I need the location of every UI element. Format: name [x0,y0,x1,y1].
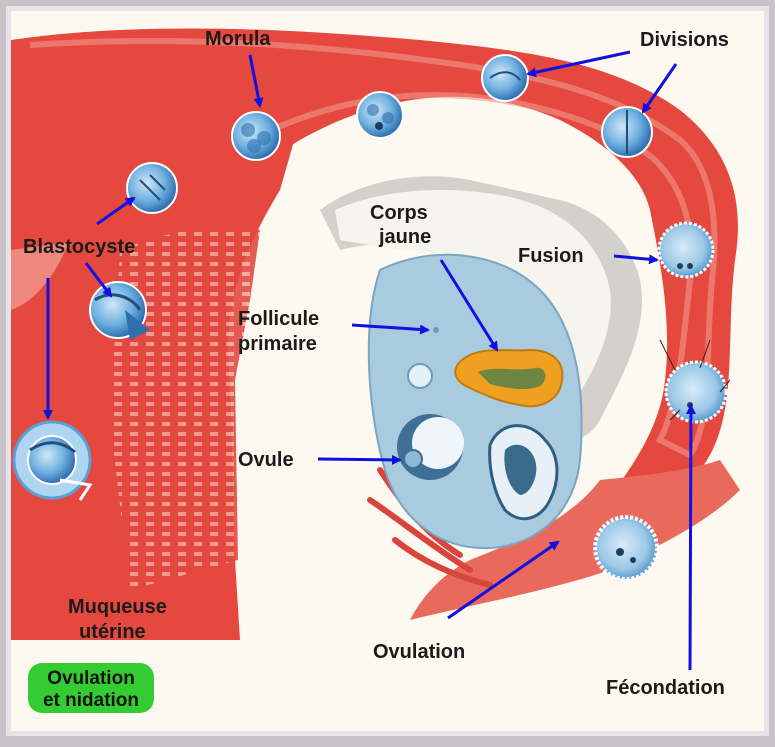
label-divisions: Divisions [640,29,729,51]
mature-follicle-antrum [412,417,464,469]
title-badge-line1: Ovulation [47,668,135,689]
fusion-cell [657,221,715,279]
primary-follicle [433,327,439,333]
fimbriae [410,460,740,620]
label-fusion: Fusion [518,245,584,267]
uterine-mucosa-texture [110,226,260,590]
arrow-follicule [351,323,430,335]
division-cell-1 [481,54,529,102]
arrow-blastocyste-top [96,196,136,226]
fertilization-cell [659,339,731,424]
peritoneal-shadow-inner [335,190,611,400]
corpus-luteum-core [478,367,546,390]
blastocyst-top [126,162,178,214]
arrows [43,50,696,671]
arrow-divisions-1 [526,50,631,78]
arrow-corps-jaune [439,259,499,352]
label-blastocyste: Blastocyste [23,236,135,258]
label-follicule-line2: primaire [238,333,317,355]
implanting-blastocyst [12,420,93,501]
fallopian-tube [11,28,738,545]
ovulated-egg [593,515,659,581]
label-follicule-line1: Follicule [238,308,319,330]
label-corps-jaune-line2: jaune [378,226,431,248]
ruptured-follicle-core [504,444,537,495]
fallopian-tube-lumen [29,38,718,459]
arrow-ovule [317,454,402,465]
ovule-in-follicle [403,449,423,469]
title-badge: Ovulation et nidation [28,663,154,713]
arrow-fusion [613,254,659,265]
morula-1 [231,111,281,161]
label-ovulation: Ovulation [373,641,465,663]
morula-2 [356,91,404,139]
label-muqueuse-line1: Muqueuse [68,596,167,618]
label-morula: Morula [205,28,271,50]
division-cell-2 [601,106,653,158]
arrow-divisions-2 [641,63,678,114]
arrow-ovulation [447,540,560,620]
title-badge-line2: et nidation [43,690,139,711]
arrow-fecondation [685,404,696,671]
growing-follicle [407,363,433,389]
label-muqueuse-line2: utérine [79,621,146,643]
arrow-blastocyste-mid [84,262,113,298]
label-fecondation: Fécondation [606,677,725,699]
arrow-morula [248,54,264,108]
label-corps-jaune-line1: Corps [370,202,428,224]
label-ovule: Ovule [238,449,294,471]
